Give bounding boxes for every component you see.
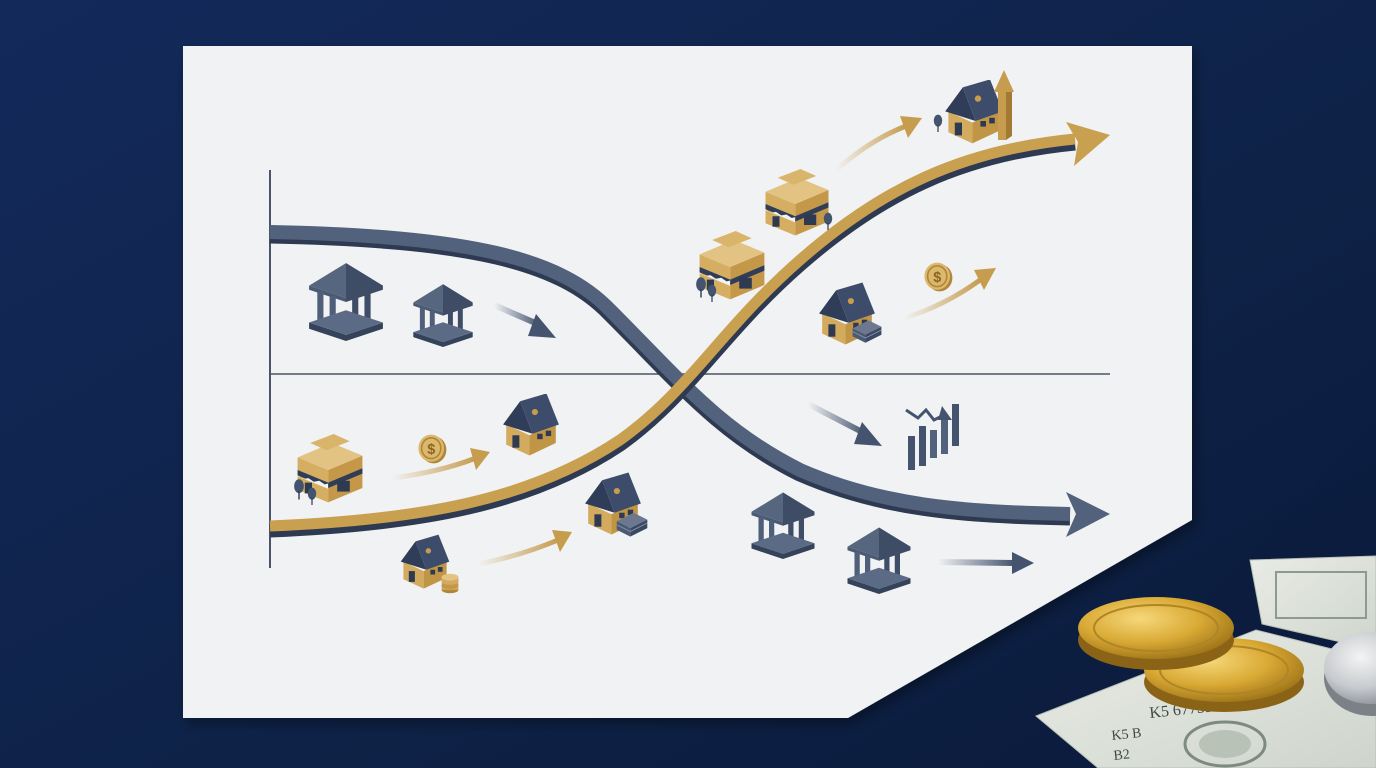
coins xyxy=(1078,597,1376,716)
rising-arrow-head xyxy=(552,530,572,552)
rising-arrow-head xyxy=(900,116,922,138)
rising-arrow-head xyxy=(470,448,490,470)
declining-arrowhead xyxy=(1066,492,1110,537)
rising-arrow-icon xyxy=(477,537,559,567)
rising-curve xyxy=(269,122,1110,538)
rising-arrowhead xyxy=(1066,122,1110,166)
rising-arrow-icon xyxy=(903,277,982,321)
falling-arrow-icon xyxy=(937,559,1015,566)
falling-arrow-head xyxy=(854,422,882,446)
falling-arrow-head xyxy=(528,314,556,338)
falling-arrow-icon xyxy=(806,401,868,437)
falling-arrow-head xyxy=(1012,552,1034,574)
bill-serial-small: K5 B xyxy=(1111,726,1142,744)
declining-bar-chart-icon xyxy=(905,404,959,470)
rising-arrow-icon xyxy=(391,455,477,481)
coin-stack-icon xyxy=(441,573,459,594)
bill-series-code: B2 xyxy=(1113,747,1131,764)
rising-arrow-icon xyxy=(834,123,907,172)
rising-arrow-icon xyxy=(994,70,1014,140)
falling-arrow-icon xyxy=(492,302,542,328)
rising-arrow-head xyxy=(974,268,996,290)
